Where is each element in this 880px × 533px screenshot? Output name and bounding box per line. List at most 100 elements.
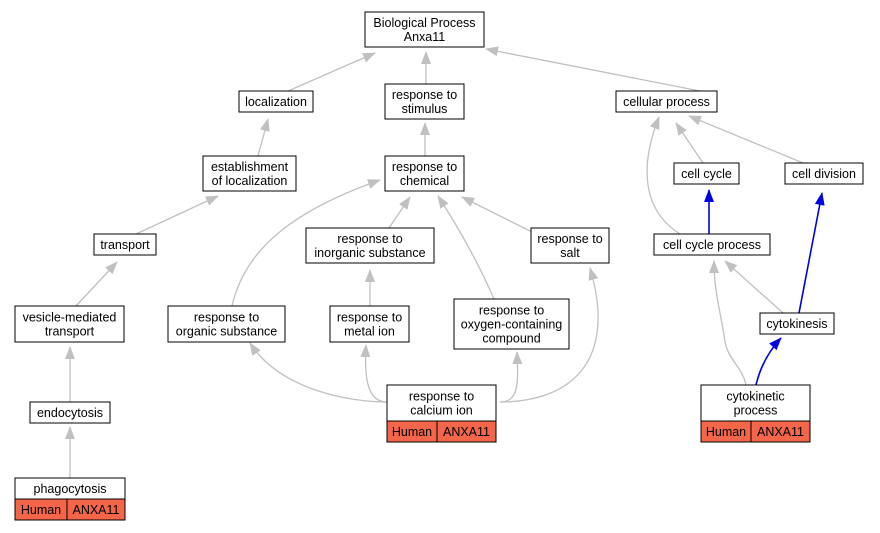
species-label: Human xyxy=(21,503,61,517)
gene-cell xyxy=(436,420,497,443)
node-label: oxygen-containing xyxy=(461,318,563,332)
node-box xyxy=(700,384,811,422)
node-label: response to xyxy=(337,232,402,246)
node-cell-cycle-process[interactable]: cell cycle process xyxy=(653,233,771,256)
node-box xyxy=(615,90,718,113)
node-box xyxy=(167,305,286,343)
node-label: transport xyxy=(100,238,150,252)
edge-gray xyxy=(249,342,388,403)
node-label: localization xyxy=(245,95,307,109)
node-label: cytokinesis xyxy=(766,317,827,331)
edge-gray xyxy=(437,195,495,300)
node-label: establishment xyxy=(211,160,289,174)
node-label: cellular process xyxy=(623,95,710,109)
node-box xyxy=(29,401,111,424)
node-box xyxy=(386,384,497,422)
node-label: cell cycle xyxy=(681,167,732,181)
edge-blue xyxy=(798,192,825,314)
node-label: response to xyxy=(337,311,402,325)
node-box xyxy=(759,312,835,335)
node-label: salt xyxy=(560,246,580,260)
node-box xyxy=(453,298,570,350)
edge-gray xyxy=(485,46,701,92)
node-label: response to xyxy=(392,160,457,174)
node-label: endocytosis xyxy=(37,406,103,420)
edge-gray xyxy=(675,122,704,164)
node-label: chemical xyxy=(400,174,449,188)
node-box xyxy=(384,155,465,192)
node-label: inorganic substance xyxy=(314,246,425,260)
node-box xyxy=(93,233,157,256)
node-transport[interactable]: transport xyxy=(93,233,157,256)
edge-gray xyxy=(360,344,388,403)
species-label: Human xyxy=(392,425,432,439)
node-box xyxy=(384,83,465,120)
node-cell-cycle[interactable]: cell cycle xyxy=(673,162,740,185)
node-label: cytokinetic xyxy=(726,390,784,404)
node-cell-division[interactable]: cell division xyxy=(784,162,864,185)
node-box xyxy=(238,90,314,113)
node-box xyxy=(653,233,771,256)
edge-gray xyxy=(499,351,523,403)
edge-gray xyxy=(724,260,784,314)
gene-label: ANXA11 xyxy=(443,425,490,439)
gene-cell xyxy=(750,420,811,443)
node-label: organic substance xyxy=(176,325,278,339)
node-box xyxy=(364,11,485,48)
edge-gray xyxy=(688,115,804,164)
edge-gray xyxy=(75,261,118,307)
node-box xyxy=(673,162,740,185)
edge-gray xyxy=(231,179,381,307)
node-localization[interactable]: localization xyxy=(238,90,314,113)
node-box xyxy=(14,305,125,343)
node-box xyxy=(329,305,410,343)
node-cellular-process[interactable]: cellular process xyxy=(615,90,718,113)
node-label: response to xyxy=(194,311,259,325)
node-label: compound xyxy=(482,332,540,346)
node-label: response to xyxy=(479,304,544,318)
node-label: response to xyxy=(537,232,602,246)
edge-gray xyxy=(499,267,599,403)
edge-gray xyxy=(646,116,681,235)
edge-gray xyxy=(388,196,411,229)
node-endocytosis[interactable]: endocytosis xyxy=(29,401,111,424)
node-label: response to xyxy=(392,88,457,102)
node-label: of localization xyxy=(212,174,288,188)
node-label: response to xyxy=(409,390,474,404)
node-label: phagocytosis xyxy=(34,482,107,496)
edges xyxy=(65,46,825,478)
edge-blue xyxy=(755,337,782,386)
node-label: cell division xyxy=(792,167,856,181)
node-box xyxy=(202,155,297,192)
node-label: Anxa11 xyxy=(404,30,446,44)
edge-gray xyxy=(135,195,219,235)
node-cytokinesis[interactable]: cytokinesis xyxy=(759,312,835,335)
node-label: Biological Process xyxy=(373,16,475,30)
gene-label: ANXA11 xyxy=(72,503,119,517)
edge-gray xyxy=(461,196,533,233)
species-label: Human xyxy=(706,425,746,439)
node-box xyxy=(530,227,610,264)
edge-gray xyxy=(709,260,747,386)
gene-cell xyxy=(66,498,126,521)
node-label: process xyxy=(734,404,778,418)
edge-gray xyxy=(287,52,376,92)
node-label: stimulus xyxy=(402,102,448,116)
node-box xyxy=(784,162,864,185)
node-label: transport xyxy=(45,325,95,339)
node-box xyxy=(305,227,435,264)
